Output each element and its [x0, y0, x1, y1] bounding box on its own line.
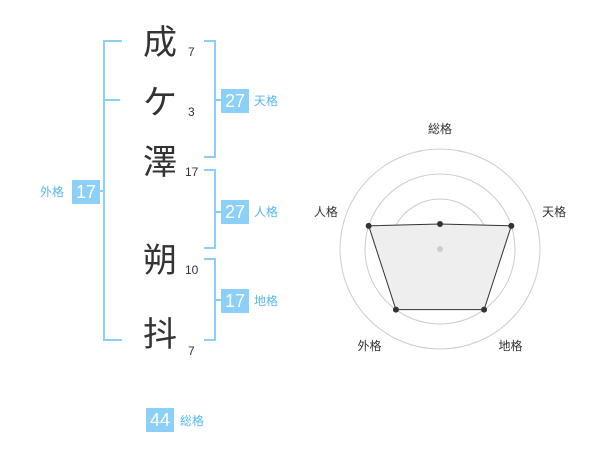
name-char-1: 成: [143, 23, 177, 63]
radar-axis-label-3: 地格: [499, 338, 523, 353]
soukaku-score: 44: [146, 408, 174, 432]
name-char-5: 抖: [143, 315, 177, 355]
radar-axis-label-2: 天格: [542, 204, 566, 219]
radar-center-dot: [437, 246, 443, 252]
radar-ring-3: [364, 173, 516, 325]
name-char-4: 朔: [143, 241, 177, 281]
brackets: [90, 40, 222, 341]
tenkaku-label: 天格: [254, 94, 279, 108]
chikaku-bracket: [204, 258, 216, 341]
stroke-count-2: 3: [188, 105, 195, 119]
stroke-count-3: 17: [185, 165, 199, 179]
jinkaku-label: 人格: [254, 205, 279, 219]
soukaku-label: 総格: [180, 414, 205, 428]
tenkaku-bracket: [204, 40, 216, 158]
radar-ring-4: [339, 148, 541, 350]
jinkaku-score: 27: [221, 200, 249, 224]
radar-axis-label-1: 総格: [428, 121, 452, 136]
radar-point-3: [481, 306, 488, 313]
stroke-count-5: 7: [188, 344, 195, 358]
chikaku-score: 17: [221, 289, 249, 313]
stroke-count-4: 10: [185, 263, 199, 277]
name-char-3: 澤: [143, 143, 177, 183]
radar-point-2: [508, 222, 515, 229]
radar-points: [365, 221, 515, 313]
radar-point-4: [392, 306, 399, 313]
gaikaku-label: 外格: [40, 185, 65, 199]
name-char-2: ケ: [143, 83, 177, 123]
gaikaku-bracket: [103, 40, 122, 341]
jinkaku-bracket: [204, 169, 216, 249]
radar-axis-label-4: 外格: [357, 338, 381, 353]
gaikaku-score: 17: [72, 180, 100, 204]
radar-axis-label-5: 人格: [314, 204, 338, 219]
radar-point-5: [365, 222, 372, 229]
tenkaku-score: 27: [221, 89, 249, 113]
radar-area: [367, 223, 513, 311]
radar-point-1: [437, 221, 443, 227]
stroke-count-1: 7: [188, 45, 195, 59]
chikaku-label: 地格: [254, 294, 279, 308]
